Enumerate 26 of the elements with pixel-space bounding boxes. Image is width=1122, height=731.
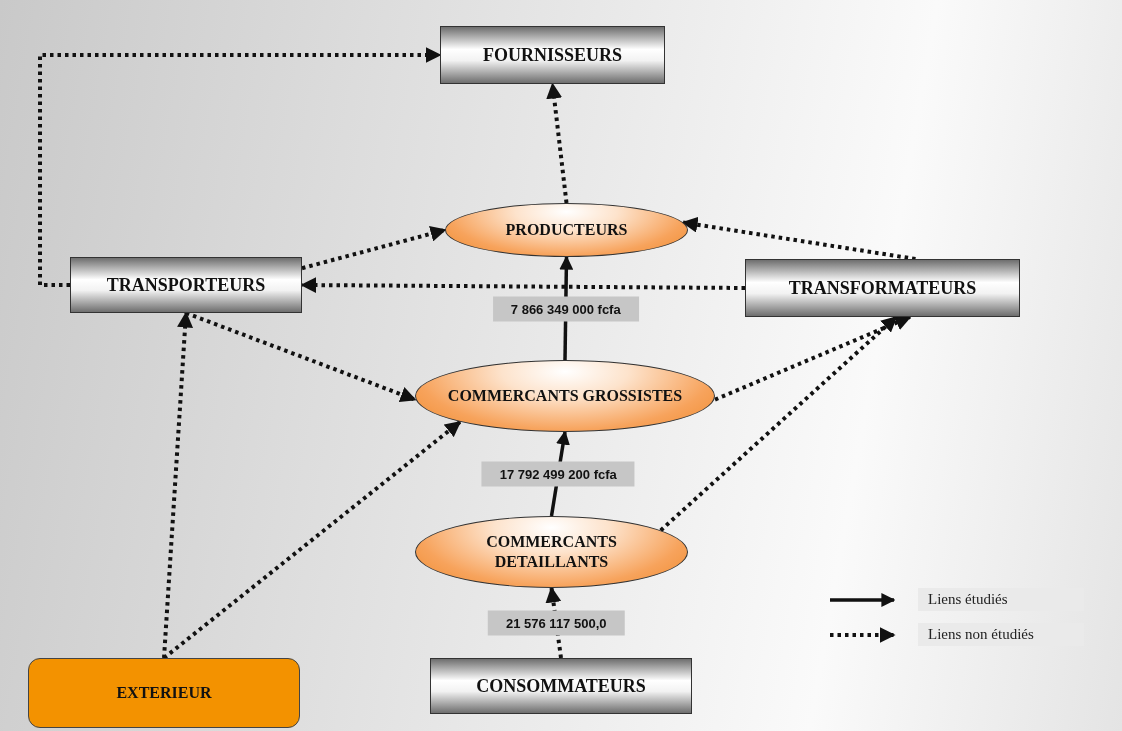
node-label: TRANSFORMATEURS: [787, 276, 978, 300]
process-box: [430, 658, 692, 714]
node-label: COMMERCANTS DETAILLANTS: [485, 532, 618, 572]
arrow: [300, 277, 745, 294]
edge-label: 7 866 349 000 fcfa: [492, 296, 639, 321]
highlighted-box: [28, 658, 300, 728]
process-box: [745, 259, 1020, 317]
node-label: PRODUCTEURS: [504, 220, 629, 240]
process-box: [70, 257, 302, 313]
arrow: [162, 420, 462, 660]
edge-label: 21 576 117 500,0: [488, 610, 625, 636]
arrow: [38, 47, 442, 287]
node-label: CONSOMMATEURS: [475, 674, 647, 698]
arrow: [681, 216, 916, 261]
arrow: [185, 311, 417, 402]
arrow: [162, 311, 194, 659]
edge-label: 17 792 499 200 fcfa: [481, 461, 635, 487]
node-label: FOURNISSEURS: [481, 43, 623, 67]
node-label: TRANSPORTEURS: [105, 273, 267, 297]
arrow: [659, 315, 898, 532]
node-label: COMMERCANTS GROSSISTES: [446, 386, 684, 406]
node-label: EXTERIEUR: [115, 683, 213, 703]
arrow: [714, 315, 912, 402]
process-box: [440, 26, 665, 84]
arrow: [546, 82, 569, 204]
arrow: [301, 226, 447, 271]
